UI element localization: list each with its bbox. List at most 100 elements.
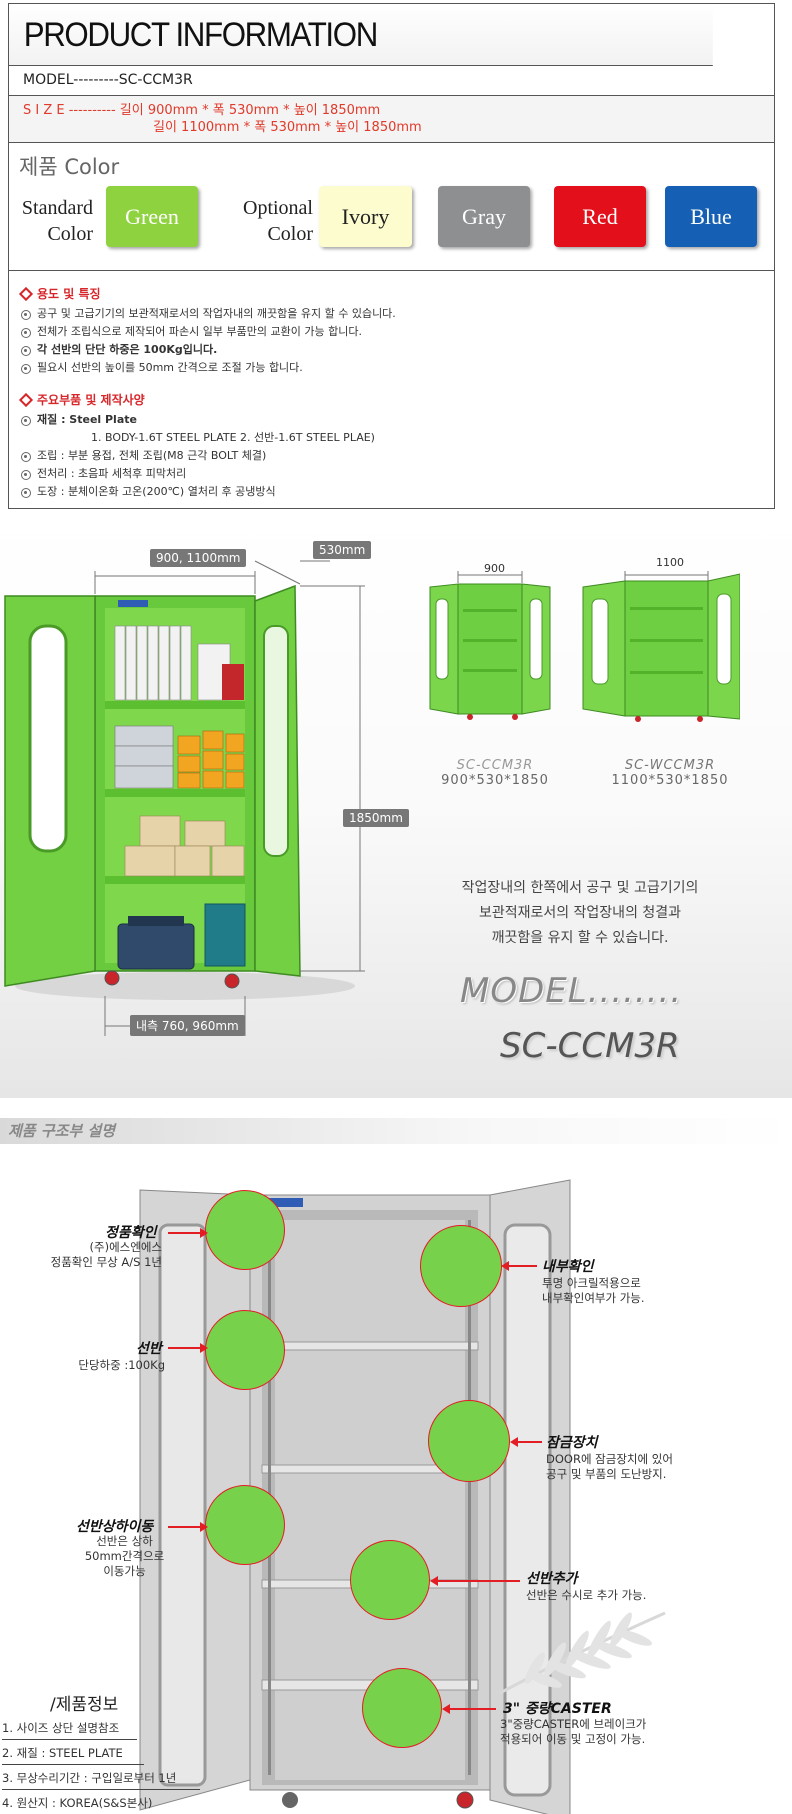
structure-section: 제품 구조부 설명 정품 [0, 1110, 792, 1814]
inner-check-text: 투명 아크릴적용으로 내부확인여부가 가능. [542, 1276, 645, 1306]
shelf-move-title: 선반상하이동 [76, 1519, 154, 1535]
small2-dim-label: 1100 [656, 556, 684, 569]
color-swatch-green: Green [106, 186, 198, 247]
standard-label-line2: Color [47, 223, 93, 245]
features-heading-text: 용도 및 특징 [37, 287, 101, 301]
desc-line-3: 깨끗함을 유지 할 수 있습니다. [491, 930, 669, 946]
lock-text-2: 공구 및 부품의 도난방지. [546, 1467, 667, 1481]
inner-check-title: 내부확인 [542, 1259, 594, 1275]
main-cabinet-image [4, 560, 365, 1036]
leaf-decoration-icon [499, 1611, 666, 1695]
arrow-inner [501, 1261, 537, 1271]
feature-item: 전체가 조립식으로 제작되어 파손시 일부 부품만의 교환이 가능 합니다. [19, 323, 774, 341]
small1-dim-label: 900 [484, 562, 505, 575]
diamond-bullet-icon [18, 392, 34, 408]
model-line: MODEL---------SC-CCM3R [9, 66, 774, 96]
product-info-list-title: /제품정보 [50, 1695, 119, 1715]
color-heading: 제품 Color [19, 155, 120, 179]
parts-item: 도장 : 분체이온화 고온(200℃) 열처리 후 공냉방식 [19, 483, 774, 501]
shelf-move-circle [205, 1485, 285, 1565]
arrow-genuine [168, 1228, 208, 1238]
shelf-move-text: 선반은 상하 50mm간격으로 이동가능 [82, 1534, 167, 1579]
standard-label-line1: Standard [21, 197, 93, 219]
genuine-check-circle [205, 1190, 285, 1270]
product-info-title: PRODUCT INFORMATION [9, 4, 713, 66]
model1-label: SC-CCM3R 900*530*1850 [440, 758, 550, 788]
arrow-caster [442, 1704, 496, 1714]
product-photo-section: 900, 1100mm 530mm 1850mm 내측 760, 960mm 9… [0, 516, 792, 1098]
product-info-list: 1. 사이즈 상단 설명참조 2. 재질 : STEEL PLATE 3. 무상… [2, 1715, 202, 1814]
caster-title: 3" 중량CASTER [503, 1701, 612, 1717]
shelf-move-text-1: 선반은 상하 [96, 1534, 153, 1548]
shelf-circle [205, 1310, 285, 1390]
product-info-item: 2. 재질 : STEEL PLATE [2, 1740, 144, 1765]
shelf-add-circle [350, 1540, 430, 1620]
arrow-shelf-move [168, 1522, 208, 1532]
product-info-item: 3. 무상수리기간 : 구입일로부터 1년 [2, 1765, 200, 1790]
width-dim-badge: 900, 1100mm [150, 549, 247, 567]
feature-item: 필요시 선반의 높이를 50mm 간격으로 조절 가능 합니다. [19, 359, 774, 377]
model1-dims: 900*530*1850 [441, 773, 549, 788]
parts-material-detail: 1. BODY-1.6T STEEL PLATE 2. 선반-1.6T STEE… [91, 431, 375, 444]
inner-check-circle [420, 1225, 502, 1307]
lock-title: 잠금장치 [546, 1435, 598, 1451]
arrow-shelf-add [430, 1576, 520, 1586]
shelf-add-text: 선반은 수시로 추가 가능. [526, 1588, 647, 1602]
product-info-item: 1. 사이즈 상단 설명참조 [2, 1715, 137, 1740]
caster-text-2: 적용되어 이동 및 고정이 가능. [500, 1732, 646, 1746]
standard-color-label: Standard Color [11, 195, 93, 247]
arrow-lock [510, 1437, 542, 1447]
size-line-1: S I Z E ---------- 길이 900mm * 폭 530mm * … [23, 103, 381, 118]
shelf-title: 선반 [136, 1341, 162, 1357]
optional-color-label: Optional Color [223, 195, 313, 247]
inner-check-text-1: 투명 아크릴적용으로 [542, 1276, 641, 1290]
lock-text: DOOR에 잠금장치에 있어 공구 및 부품의 도난방지. [546, 1452, 673, 1482]
desc-line-2: 보관적재로서의 작업장내의 청결과 [478, 905, 682, 921]
model2-name: SC-WCCM3R [624, 758, 716, 773]
model2-label: SC-WCCM3R 1100*530*1850 [600, 758, 740, 788]
optional-label-line1: Optional [243, 197, 313, 219]
genuine-text: (주)에스엔에스 정품확인 무상 A/S 1년 [20, 1240, 162, 1270]
parts-heading-text: 주요부품 및 제작사양 [37, 393, 145, 407]
color-swatch-gray: Gray [438, 186, 530, 247]
parts-item: 조립 : 부분 용접, 전체 조립(M8 근각 BOLT 체결) [19, 447, 774, 465]
color-swatch-ivory: Ivory [319, 186, 412, 247]
shelf-move-text-2: 50mm간격으로 [84, 1549, 165, 1563]
genuine-title: 정품확인 [105, 1225, 157, 1241]
model-script-text: MODEL........ [460, 971, 683, 1011]
shelf-add-title: 선반추가 [526, 1571, 578, 1587]
inner-check-text-2: 내부확인여부가 가능. [542, 1291, 645, 1305]
parts-block: 주요부품 및 제작사양 재질 : Steel Plate 1. BODY-1.6… [18, 391, 774, 501]
features-heading: 용도 및 특징 [18, 285, 774, 303]
genuine-text-1: (주)에스엔에스 [89, 1240, 162, 1254]
desc-line-1: 작업장내의 한쪽에서 공구 및 고급기기의 [461, 880, 699, 896]
parts-item: 전처리 : 초음파 세척후 피막처리 [19, 465, 774, 483]
feature-item: 공구 및 고급기기의 보관적재로서의 작업자내의 깨끗함을 유지 할 수 있습니… [19, 305, 774, 323]
color-swatch-red: Red [554, 186, 646, 247]
diamond-bullet-icon [18, 286, 34, 302]
caster-text: 3"중량CASTER에 브레이크가 적용되어 이동 및 고정이 가능. [500, 1717, 646, 1747]
color-swatch-blue: Blue [665, 186, 757, 247]
product-info-box: PRODUCT INFORMATION MODEL---------SC-CCM… [8, 3, 775, 509]
size-block: S I Z E ---------- 길이 900mm * 폭 530mm * … [9, 96, 774, 143]
product-info-item: 4. 원산지 : KOREA(S&S본사) [2, 1790, 168, 1814]
arrow-shelf [168, 1343, 208, 1353]
structure-header-text: 제품 구조부 설명 [8, 1122, 116, 1140]
parts-item-material: 재질 : Steel Plate [19, 411, 774, 429]
caster-text-1: 3"중량CASTER에 브레이크가 [500, 1717, 647, 1731]
shelf-move-text-3: 이동가능 [103, 1564, 146, 1578]
structure-header: 제품 구조부 설명 [0, 1118, 792, 1144]
color-section: 제품 Color Standard Color Green Optional C… [9, 143, 774, 271]
small-cabinet-900-image [429, 571, 551, 720]
feature-item: 각 선반의 단단 하중은 100Kg입니다. [19, 341, 774, 359]
model1-name: SC-CCM3R [456, 758, 534, 773]
small-cabinet-1100-image [582, 571, 740, 722]
size-line-2: 길이 1100mm * 폭 530mm * 높이 1850mm [153, 120, 422, 135]
caster-circle [362, 1668, 442, 1748]
optional-label-line2: Color [267, 223, 313, 245]
shelf-text: 단당하중 :100Kg [78, 1358, 165, 1372]
genuine-text-2: 정품확인 무상 A/S 1년 [50, 1255, 162, 1269]
depth-dim-badge: 530mm [313, 541, 372, 559]
model2-dims: 1100*530*1850 [611, 773, 729, 788]
lock-circle [428, 1400, 510, 1482]
